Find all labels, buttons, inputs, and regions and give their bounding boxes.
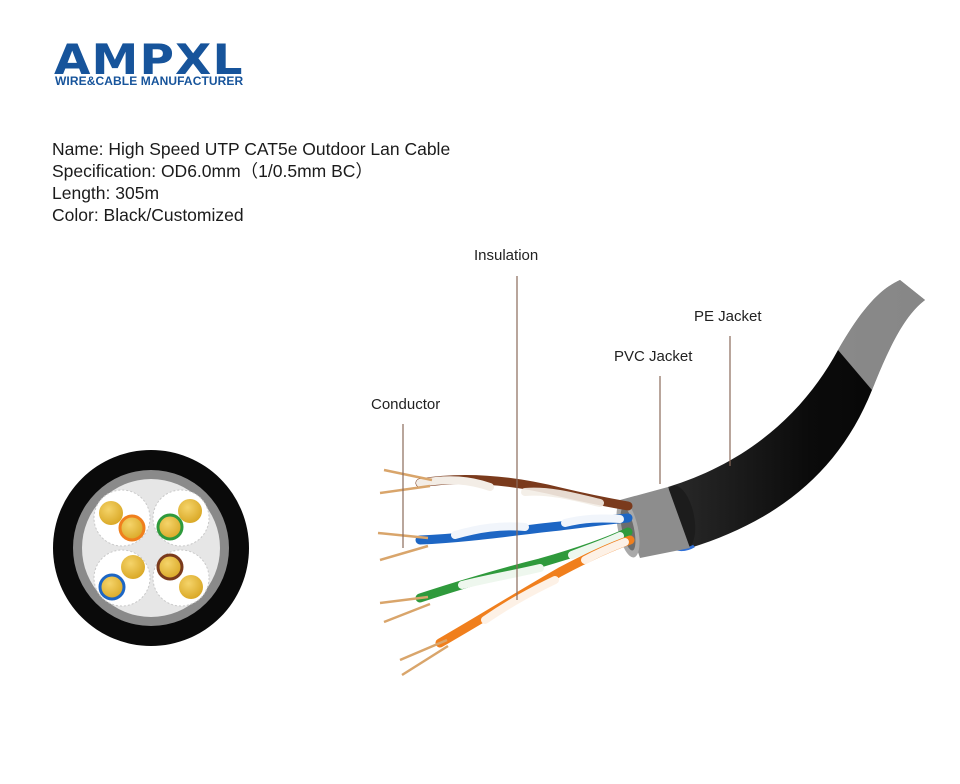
product-specs: Name: High Speed UTP CAT5e Outdoor Lan C… xyxy=(52,138,450,226)
cross-section xyxy=(53,450,249,646)
label-insulation: Insulation xyxy=(474,247,539,264)
spec-length: Length: 305m xyxy=(52,183,160,203)
spec-color: Color: Black/Customized xyxy=(52,205,244,225)
label-conductor: Conductor xyxy=(371,396,441,413)
conductor-green-white xyxy=(178,499,202,523)
conductor-orange-white xyxy=(99,501,123,525)
pair-green xyxy=(379,527,633,624)
pair-brown xyxy=(379,468,633,511)
spec-specification: Specification: OD6.0mm（1/0.5mm BC） xyxy=(52,161,373,181)
spec-name: Name: High Speed UTP CAT5e Outdoor Lan C… xyxy=(52,139,451,159)
conductor-brown-white xyxy=(179,575,203,599)
conductor-green xyxy=(156,513,184,541)
conductor-brown xyxy=(156,553,184,581)
conductor-blue-white xyxy=(121,555,145,579)
cable-side-view xyxy=(377,276,925,677)
brand-tagline: WIRE&CABLE MANUFACTURER xyxy=(55,74,244,88)
brand-logo: AMPXL WIRE&CABLE MANUFACTURER xyxy=(54,35,254,92)
brand-name: AMPXL xyxy=(54,35,244,84)
pair-orange xyxy=(399,535,635,677)
conductor-blue xyxy=(98,573,126,601)
label-pvc-jacket: PVC Jacket xyxy=(614,348,693,365)
label-pe-jacket: PE Jacket xyxy=(694,308,762,325)
conductor-orange xyxy=(118,514,146,542)
